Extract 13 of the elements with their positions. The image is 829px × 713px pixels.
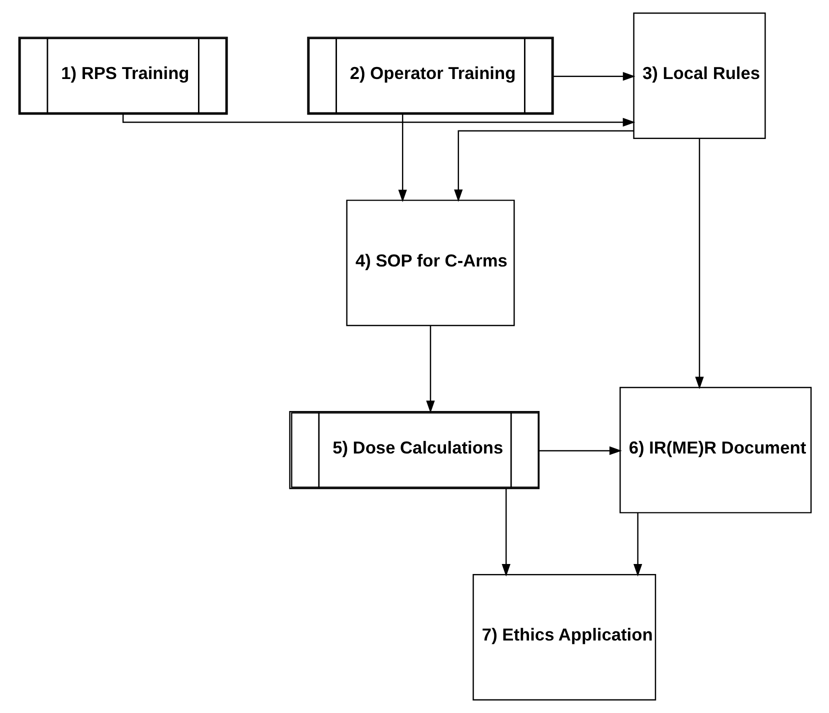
arrow <box>454 130 634 202</box>
arrow <box>501 488 510 576</box>
node-box: 4) SOP for C-Arms <box>346 200 514 326</box>
node-box: 6) IR(ME)R Document <box>619 386 812 514</box>
node-box: 7) Ethics Application <box>472 574 656 700</box>
arrow <box>553 72 635 81</box>
arrow <box>398 114 406 202</box>
arrow <box>122 114 635 127</box>
arrow <box>632 512 642 576</box>
arrow <box>694 138 704 390</box>
node-box: 3) Local Rules <box>632 12 766 139</box>
arrow <box>538 446 622 456</box>
arrow <box>426 326 434 413</box>
